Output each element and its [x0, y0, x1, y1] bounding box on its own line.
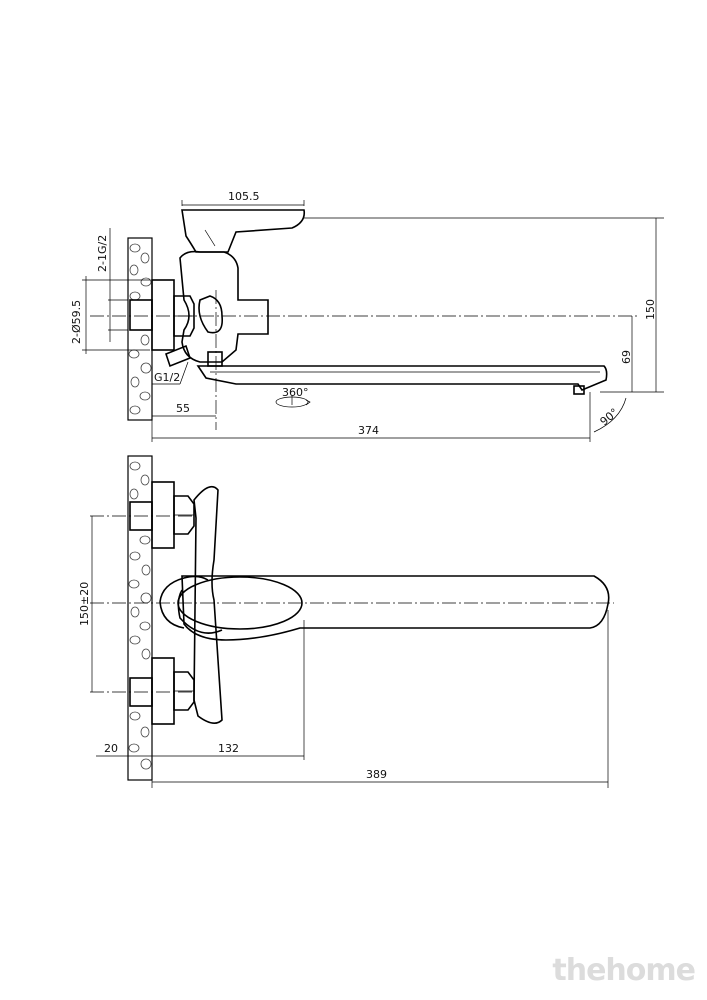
dim-outlet: G1/2 — [154, 371, 180, 384]
dim-total: 389 — [366, 768, 387, 781]
rotation-arrow — [275, 396, 309, 408]
outlet-side — [207, 351, 223, 367]
watermark: thehome — [552, 953, 696, 988]
dim-top-width: 105.5 — [228, 190, 260, 203]
wall-side — [127, 237, 153, 421]
dim-rotation: 360° — [282, 386, 309, 399]
wall-texture-side — [128, 243, 152, 415]
dim-body: 132 — [218, 742, 239, 755]
dim-nut-diameter: 2-Ø59.5 — [70, 300, 83, 344]
dim-spout-angle: 90° — [598, 406, 621, 428]
handle-side — [181, 209, 306, 253]
top-view: 150±20 20 132 389 — [78, 455, 614, 788]
dim-wall-offset: 55 — [176, 402, 190, 415]
dim-height-total: 150 — [644, 299, 657, 320]
spout-top — [181, 575, 610, 641]
dim-centers: 150±20 — [78, 582, 91, 626]
dim-spout-height: 69 — [620, 350, 633, 364]
dim-wall: 20 — [104, 742, 118, 755]
dim-spout-reach: 374 — [358, 424, 379, 437]
wall-texture-top — [128, 461, 152, 770]
mixer-body-top — [193, 485, 223, 724]
side-view: 105.5 150 69 2-1G/2 2-Ø59.5 G1/2 360° 55… — [70, 190, 664, 442]
dim-thread: 2-1G/2 — [96, 235, 109, 272]
spout-side — [196, 365, 608, 391]
nut-side — [173, 295, 195, 337]
wall-top — [127, 455, 153, 781]
